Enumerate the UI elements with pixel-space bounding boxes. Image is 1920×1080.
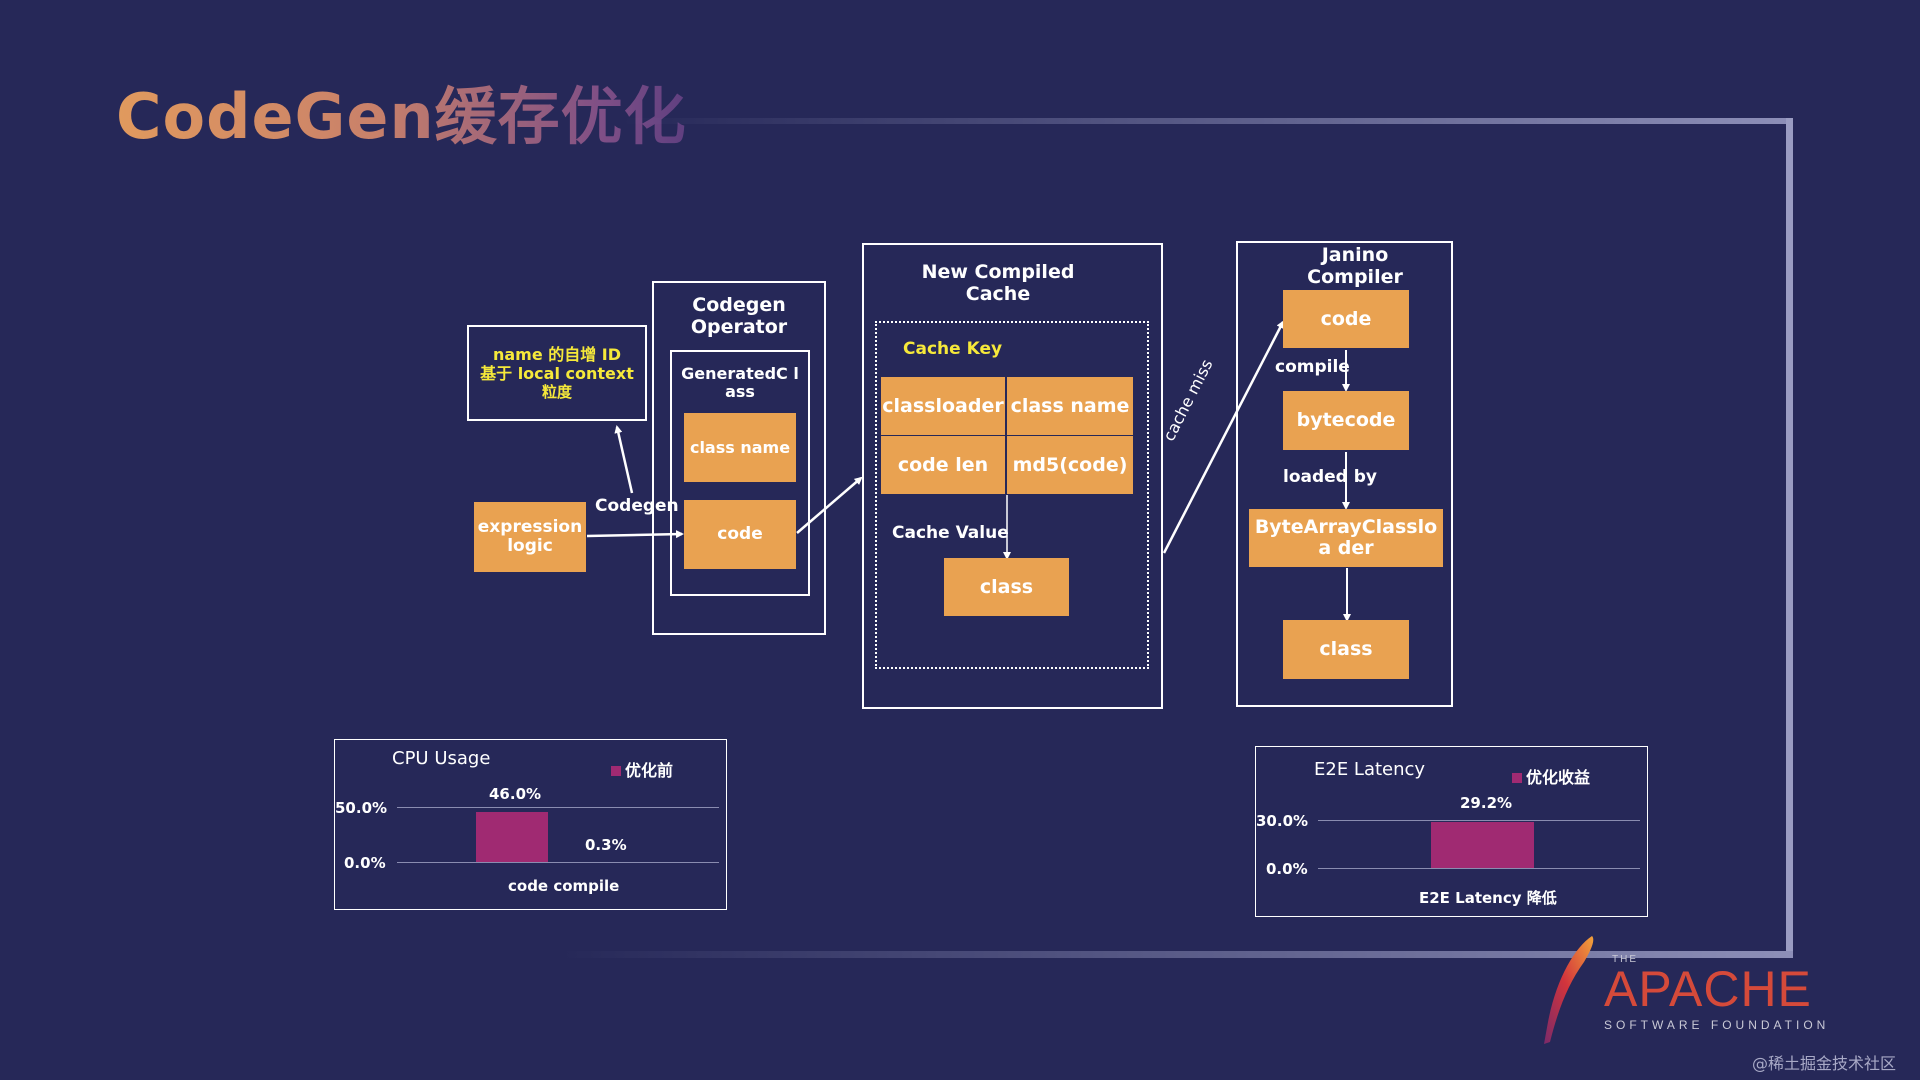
latency-chart-xlabel: E2E Latency 降低 (1419, 889, 1557, 907)
latency-legend-label: 优化收益 (1526, 768, 1591, 787)
cpu-ytick-top: 50.0% (335, 799, 388, 817)
cache-dotted-region (875, 321, 1149, 669)
latency-chart-title: E2E Latency (1314, 759, 1426, 780)
latency-chart-legend: 优化收益 (1512, 764, 1590, 788)
page-title: CodeGen缓存优化 (116, 66, 687, 156)
name-id-box: name 的自增 ID 基于 local context 粒度 (467, 325, 647, 421)
byte-array-classloader-box: ByteArrayClassloa der (1249, 509, 1443, 567)
cpu-legend-label: 优化前 (625, 761, 674, 780)
latency-legend-swatch (1512, 773, 1522, 783)
arrow-code-to-cache (796, 476, 863, 534)
cpu-usage-chart (334, 739, 727, 910)
cpu-gridline-top (397, 807, 719, 808)
frame-bottom-line (560, 951, 1793, 958)
arrow-codegen-to-name (614, 425, 634, 494)
cpu-ytick-bottom: 0.0% (344, 854, 386, 872)
key-class-name-cell: class name (1007, 377, 1133, 435)
cache-key-label: Cache Key (903, 339, 1003, 359)
cpu-legend-swatch (611, 766, 621, 776)
key-classloader-cell: classloader (881, 377, 1005, 435)
latency-gridline-bottom (1318, 868, 1640, 869)
key-code-len-cell: code len (881, 436, 1005, 494)
name-id-line3: 粒度 (541, 383, 572, 402)
cache-value-class-box: class (944, 558, 1069, 616)
name-id-line1: name 的自增 ID (492, 344, 622, 364)
name-id-line2: 基于 local context (480, 364, 634, 383)
cpu-chart-xlabel: code compile (508, 877, 620, 895)
janino-code-box: code (1283, 290, 1409, 348)
expression-logic-box: expression logic (474, 502, 586, 572)
codegen-operator-title: Codegen Operator (690, 294, 788, 338)
compiled-cache-title: New Compiled Cache (921, 261, 1075, 305)
frame-right-line (1786, 118, 1793, 958)
arrow-cache-miss (1162, 320, 1285, 554)
compile-label: compile (1275, 357, 1350, 377)
generated-class-label: GeneratedC lass (681, 364, 799, 402)
latency-bar-label: 29.2% (1460, 794, 1513, 812)
cpu-bar-before (476, 812, 548, 862)
generated-class-panel (670, 350, 810, 596)
compiled-cache-panel (862, 243, 1163, 709)
cpu-bar-after-label: 0.3% (585, 836, 627, 854)
apache-feather-icon (1544, 936, 1594, 1044)
operator-class-name-box: class name (684, 413, 796, 482)
latency-gridline-top (1318, 820, 1640, 821)
latency-bar (1431, 822, 1534, 868)
apache-logo-the: THE (1612, 954, 1638, 965)
codegen-arrow-label: Codegen (595, 496, 679, 516)
latency-ytick-top: 30.0% (1256, 812, 1309, 830)
janino-compiler-panel (1236, 241, 1453, 707)
key-md5-cell: md5(code) (1007, 436, 1133, 494)
cache-value-label: Cache Value (892, 523, 1009, 543)
latency-ytick-bottom: 0.0% (1266, 860, 1308, 878)
loaded-by-label: loaded by (1283, 467, 1378, 487)
janino-class-box: class (1283, 620, 1409, 679)
codegen-operator-panel (652, 281, 826, 635)
cpu-chart-legend: 优化前 (611, 757, 673, 781)
cpu-gridline-bottom (397, 862, 719, 863)
apache-logo-name: APACHE (1604, 961, 1812, 1017)
janino-bytecode-box: bytecode (1283, 391, 1409, 450)
apache-logo-subtitle: SOFTWARE FOUNDATION (1604, 1018, 1830, 1032)
watermark: @稀土掘金技术社区 (1752, 1054, 1897, 1073)
arrow-expression-to-code (586, 530, 684, 539)
operator-code-box: code (684, 500, 796, 569)
cpu-bar-before-label: 46.0% (489, 785, 542, 803)
frame-top-line (620, 118, 1792, 124)
e2e-latency-chart (1255, 746, 1648, 917)
cpu-chart-title: CPU Usage (392, 748, 491, 769)
janino-compiler-title: Janino Compiler (1307, 244, 1403, 288)
